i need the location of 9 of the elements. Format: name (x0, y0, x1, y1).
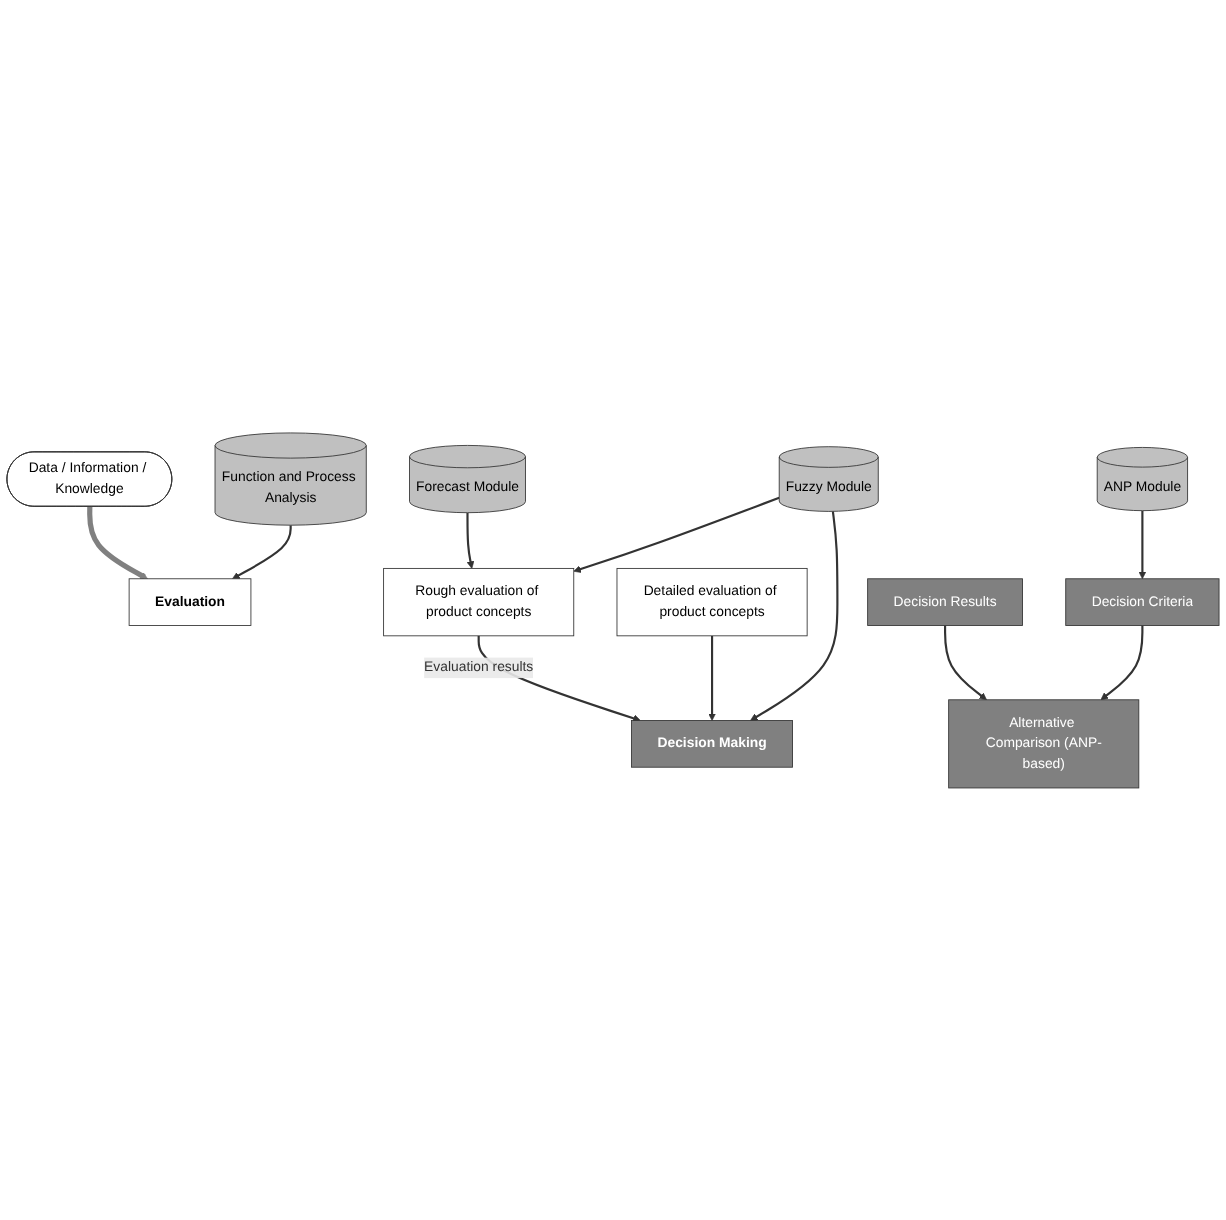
arrow (750, 510, 839, 721)
arrow (708, 635, 716, 721)
arrow (573, 496, 780, 573)
arrow (87, 506, 148, 579)
arrow (944, 625, 987, 700)
arrow (1138, 510, 1147, 579)
arrow (466, 512, 475, 569)
arrow (1100, 625, 1144, 700)
arrow (232, 524, 292, 579)
